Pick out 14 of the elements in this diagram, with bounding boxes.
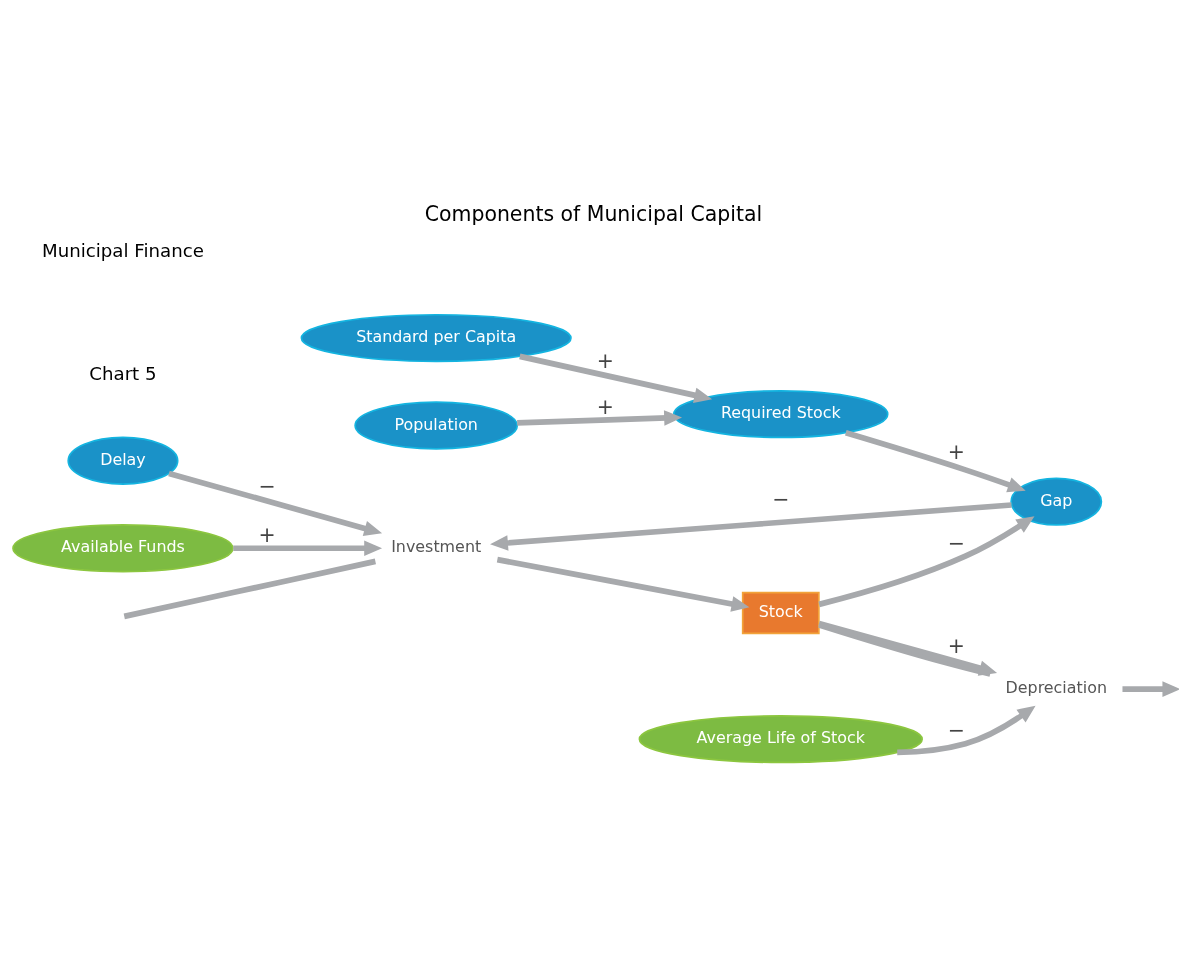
node-text: Investment: [391, 537, 482, 557]
edge-label: +: [596, 349, 614, 374]
edge-label: +: [947, 439, 965, 464]
edge-label: +: [258, 522, 276, 547]
label: Chart 5: [89, 362, 157, 384]
label: Municipal Finance: [42, 240, 204, 262]
edge-label: −: [258, 474, 276, 499]
node-text: Depreciation: [1005, 678, 1107, 698]
diagram-title: Components of Municipal Capital: [424, 202, 763, 227]
edge-label: +: [596, 394, 614, 419]
edge-label: −: [772, 486, 790, 511]
edge-label: −: [947, 530, 965, 555]
edge-label: +: [947, 634, 965, 659]
edge-label: −: [947, 718, 965, 743]
